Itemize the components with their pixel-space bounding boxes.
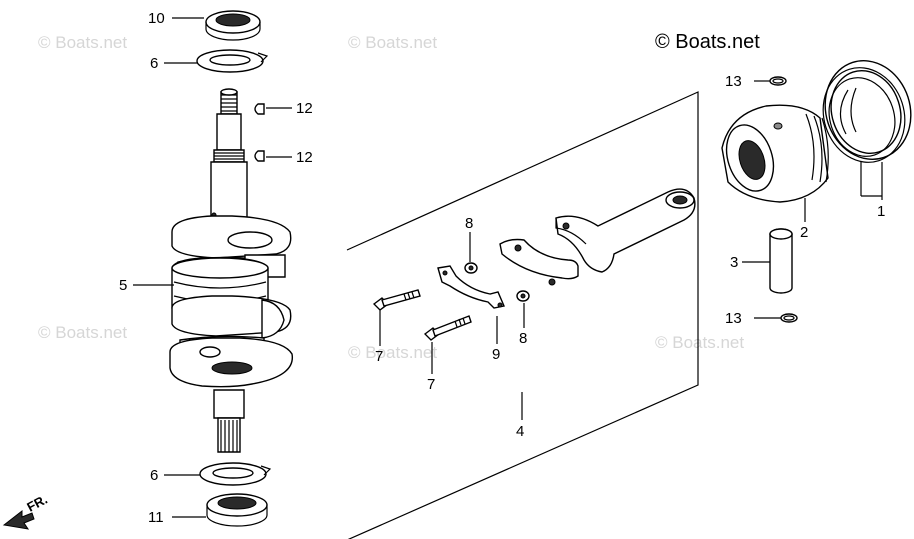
crankshaft bbox=[169, 88, 293, 453]
woodruff-key-lower bbox=[254, 150, 265, 162]
callout-8-lower: 8 bbox=[519, 330, 527, 347]
callout-7-lower: 7 bbox=[427, 376, 435, 393]
callout-13-upper: 13 bbox=[725, 73, 742, 90]
washer-upper bbox=[464, 262, 478, 274]
piston-pin bbox=[769, 228, 793, 294]
callout-13-lower: 13 bbox=[725, 310, 742, 327]
callout-6-top: 6 bbox=[150, 55, 158, 72]
oil-seal-bottom bbox=[206, 493, 268, 527]
watermarks: © Boats.net © Boats.net © Boats.net © Bo… bbox=[38, 33, 744, 362]
callout-8-upper: 8 bbox=[465, 215, 473, 232]
callout-9: 9 bbox=[492, 346, 500, 363]
brand-text: © Boats.net bbox=[655, 31, 760, 53]
watermark-3: © Boats.net bbox=[38, 323, 127, 342]
watermark-5: © Boats.net bbox=[655, 333, 744, 352]
piston-pin-clip-upper bbox=[769, 76, 787, 86]
watermark-1: © Boats.net bbox=[38, 33, 127, 52]
callout-5: 5 bbox=[119, 277, 127, 294]
callout-2: 2 bbox=[800, 224, 808, 241]
bearing-plate bbox=[437, 265, 505, 309]
washer-lower bbox=[516, 290, 530, 302]
callout-7-upper: 7 bbox=[375, 348, 383, 365]
callout-12-upper: 12 bbox=[296, 100, 313, 117]
front-direction-marker: FR. bbox=[2, 492, 50, 530]
watermark-2: © Boats.net bbox=[348, 33, 437, 52]
callout-12-lower: 12 bbox=[296, 149, 313, 166]
rod-bolt-lower bbox=[423, 315, 472, 341]
callout-labels: 10 6 12 12 5 6 11 13 13 3 2 1 4 8 8 9 7 … bbox=[119, 10, 885, 526]
callout-10: 10 bbox=[148, 10, 165, 27]
callout-11: 11 bbox=[148, 509, 164, 526]
callout-1: 1 bbox=[877, 203, 885, 220]
piston-rings bbox=[822, 60, 912, 163]
thrust-washer-top bbox=[196, 49, 269, 73]
rod-bolt-upper bbox=[372, 289, 421, 311]
oil-seal-top bbox=[205, 10, 261, 41]
connecting-rod-cap bbox=[499, 238, 579, 286]
watermark-4: © Boats.net bbox=[348, 343, 437, 362]
piston-pin-clip-lower bbox=[780, 313, 798, 323]
connecting-rod bbox=[555, 188, 696, 273]
piston bbox=[721, 104, 829, 203]
connecting-rod-kit-frame bbox=[346, 91, 699, 539]
front-marker-text: FR. bbox=[24, 492, 50, 515]
callout-3: 3 bbox=[730, 254, 738, 271]
woodruff-key-upper bbox=[254, 103, 265, 115]
callout-6-bottom: 6 bbox=[150, 467, 158, 484]
callout-4: 4 bbox=[516, 423, 524, 440]
leader-lines bbox=[133, 17, 883, 518]
thrust-washer-bottom bbox=[199, 462, 272, 486]
